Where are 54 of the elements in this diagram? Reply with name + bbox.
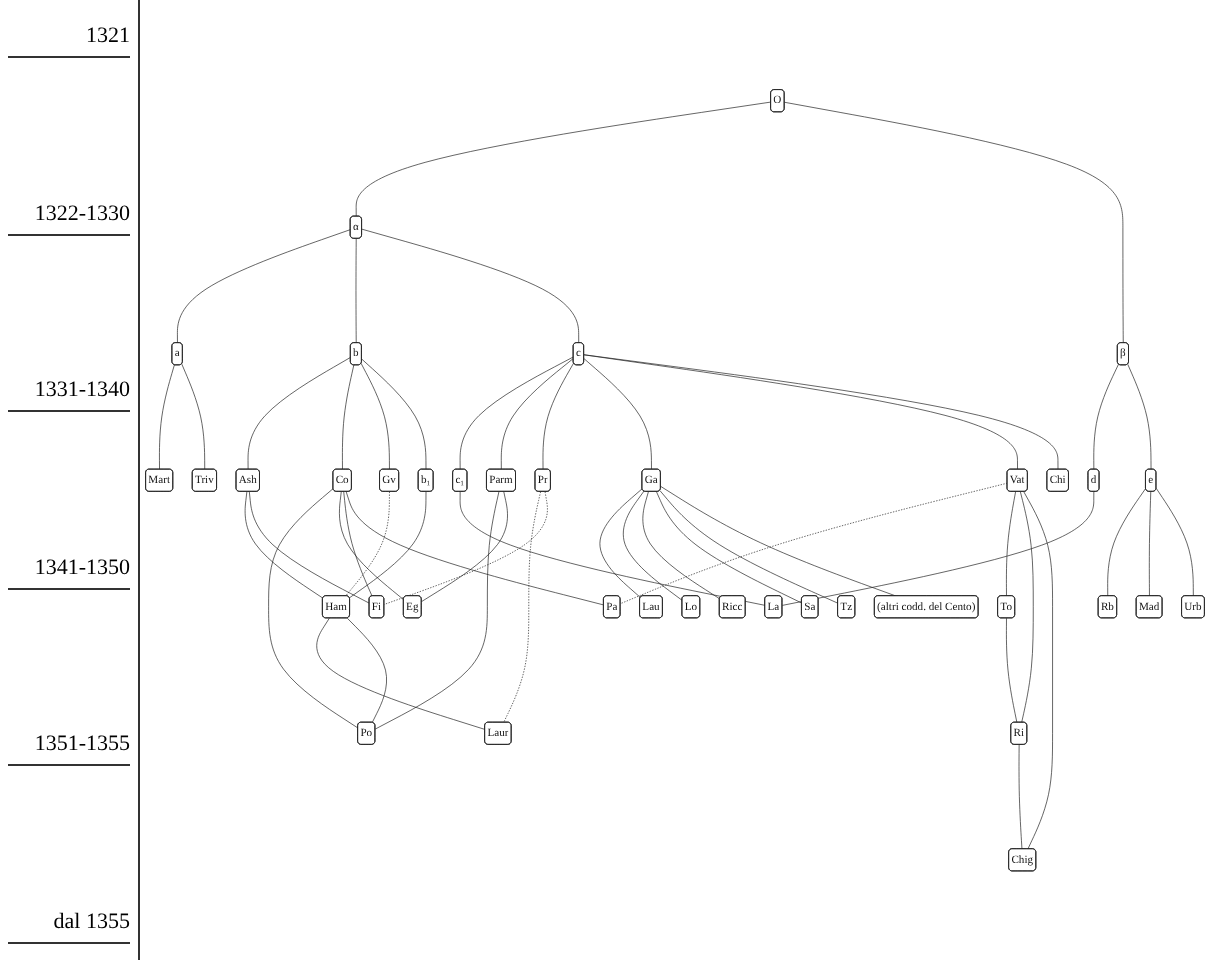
- connector: [361, 228, 580, 344]
- connector: [642, 491, 720, 599]
- connector: [360, 363, 390, 470]
- connector: [374, 491, 500, 730]
- connector: [355, 101, 772, 217]
- connector: [781, 491, 1095, 606]
- connector: [659, 489, 839, 604]
- connector: [542, 362, 575, 470]
- connector: [1093, 363, 1119, 470]
- connector: [355, 238, 357, 344]
- connector: [660, 485, 897, 597]
- connector: [361, 358, 427, 470]
- period-label: 1341-1350: [8, 547, 130, 590]
- connector: [1006, 617, 1018, 723]
- connector: [268, 487, 359, 729]
- connector: [349, 491, 427, 598]
- connector: [343, 491, 373, 597]
- connector: [1023, 491, 1053, 850]
- connector: [316, 617, 486, 730]
- connector: [459, 491, 766, 606]
- connector: [249, 491, 370, 604]
- connector: [1155, 487, 1194, 597]
- connector: [622, 490, 683, 601]
- connector: [620, 482, 1008, 604]
- connector: [346, 617, 387, 723]
- connector: [339, 491, 405, 600]
- connector: [247, 356, 351, 470]
- connector: [503, 491, 541, 723]
- connector: [1148, 491, 1152, 597]
- connector: [459, 356, 574, 470]
- period-label: 1331-1340: [8, 370, 130, 413]
- connector: [1006, 491, 1016, 597]
- connector: [159, 364, 175, 470]
- connector: [1020, 491, 1034, 723]
- connector: [345, 491, 605, 606]
- connector: [1018, 744, 1023, 850]
- period-label: 1321: [8, 16, 130, 58]
- connector: [656, 491, 803, 604]
- connector: [1127, 363, 1152, 470]
- connector: [342, 364, 355, 470]
- period-label: dal 1355: [8, 901, 130, 944]
- connector: [244, 491, 324, 599]
- connector: [1107, 487, 1147, 597]
- connector: [345, 491, 390, 597]
- connector: [421, 491, 508, 602]
- connector: [383, 491, 548, 605]
- connector: [784, 101, 1124, 344]
- connector: [583, 358, 652, 470]
- connector: [181, 363, 206, 470]
- connector: [177, 228, 351, 344]
- connector: [599, 488, 643, 598]
- period-label: 1351-1355: [8, 724, 130, 767]
- period-label: 1322-1330: [8, 193, 130, 236]
- connector: [500, 357, 574, 470]
